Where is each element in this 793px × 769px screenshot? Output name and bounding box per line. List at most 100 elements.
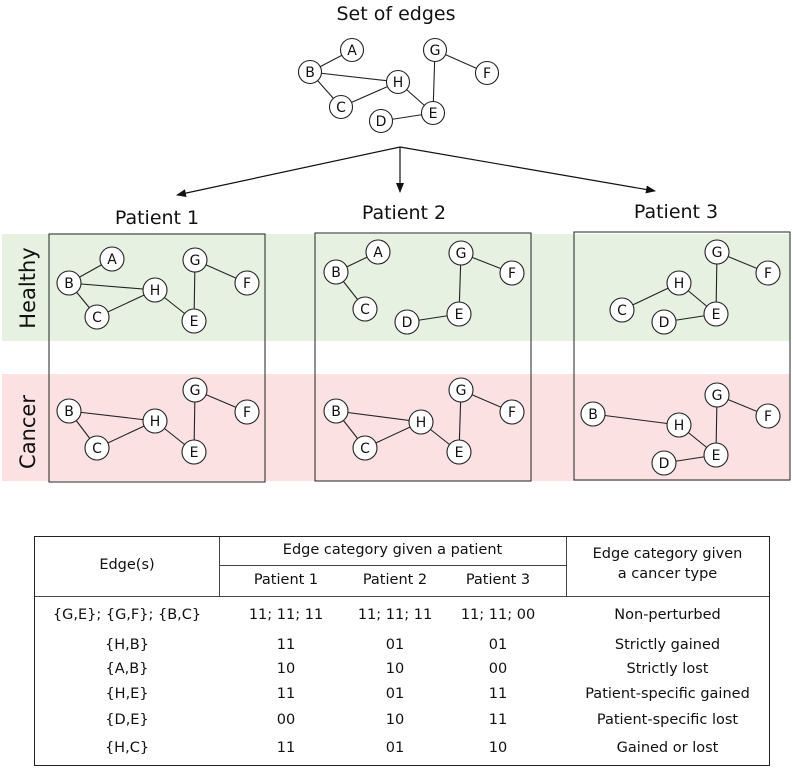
node-label: F [243, 276, 251, 292]
node-label: E [190, 445, 199, 461]
node-F: F [234, 399, 260, 425]
table-cell-p1: 10 [276, 661, 296, 677]
patient-2-label: Patient 2 [362, 202, 446, 224]
node-circle [394, 309, 420, 335]
table-col-divider-2 [566, 537, 567, 596]
node-D: D [651, 450, 677, 476]
table-cell-p3: 11 [488, 712, 508, 728]
node-label: C [92, 310, 102, 326]
node-circle [385, 69, 411, 95]
node-label: E [712, 448, 721, 464]
node-circle [99, 246, 125, 272]
node-F: F [499, 399, 525, 425]
node-E: E [420, 100, 446, 126]
table-cell-edges: {A,B} [105, 661, 149, 677]
node-C: C [84, 435, 110, 461]
node-G: G [448, 240, 474, 266]
table-cell-p1: 11; 11; 11 [248, 607, 324, 623]
node-label: G [456, 246, 467, 262]
node-D: D [394, 309, 420, 335]
node-label: C [360, 441, 370, 457]
node-G: G [182, 247, 208, 273]
node-circle [755, 260, 781, 286]
table-cell-edges: {H,E} [105, 686, 149, 702]
node-G: G [182, 377, 208, 403]
node-label: H [416, 415, 427, 431]
edge-B-H [68, 282, 156, 291]
table-cell-category: Patient-specific gained [585, 686, 750, 702]
node-circle [56, 398, 82, 424]
node-label: G [712, 245, 723, 261]
node-H: H [385, 69, 411, 95]
node-label: H [674, 276, 685, 292]
node-A: A [365, 239, 391, 265]
node-label: E [190, 314, 199, 330]
edge-B-H [68, 410, 156, 422]
node-circle [368, 108, 394, 134]
node-label: B [331, 404, 341, 420]
node-label: B [64, 276, 74, 292]
node-circle [339, 37, 365, 63]
node-D: D [368, 108, 394, 134]
table-cell-category: Strictly lost [626, 661, 709, 677]
node-label: F [764, 266, 772, 282]
table-body-divider [35, 596, 769, 597]
set-of-edges-title: Set of edges [337, 3, 456, 25]
node-E: E [181, 308, 207, 334]
edge-B-H [335, 410, 422, 423]
table-cell-p3: 00 [488, 661, 508, 677]
node-label: A [107, 252, 117, 268]
node-circle [755, 403, 781, 429]
table-cell-edges: {D,E} [105, 712, 149, 728]
patient-3-panel [573, 231, 791, 481]
table-cell-category: Non-perturbed [614, 607, 721, 623]
table-cell-edges: {H,C} [104, 740, 150, 756]
node-E: E [703, 442, 729, 468]
node-circle [352, 435, 378, 461]
table-cell-p1: 11 [276, 740, 296, 756]
node-F: F [755, 260, 781, 286]
node-B: B [297, 59, 323, 85]
node-label: F [764, 409, 772, 425]
table-cell-p1: 11 [276, 637, 296, 653]
node-circle [323, 398, 349, 424]
node-label: B [331, 265, 341, 281]
node-label: H [150, 283, 161, 299]
node-label: C [360, 302, 370, 318]
node-G: G [704, 382, 730, 408]
node-label: E [712, 307, 721, 323]
node-circle [142, 277, 168, 303]
node-circle [704, 382, 730, 408]
node-H: H [666, 270, 692, 296]
node-label: B [64, 404, 74, 420]
node-label: C [92, 441, 102, 457]
node-circle [499, 399, 525, 425]
node-circle [365, 239, 391, 265]
node-F: F [499, 260, 525, 286]
patient-3-label: Patient 3 [634, 201, 718, 223]
node-G: G [448, 377, 474, 403]
cancer-type-header-line-2: a cancer type [617, 566, 718, 582]
node-circle [182, 377, 208, 403]
node-label: A [347, 43, 357, 59]
node-circle [609, 297, 635, 323]
node-circle [420, 100, 446, 126]
node-A: A [339, 37, 365, 63]
node-C: C [352, 435, 378, 461]
node-label: H [674, 418, 685, 434]
node-circle [234, 270, 260, 296]
node-label: A [373, 245, 383, 261]
node-circle [323, 259, 349, 285]
node-B: B [323, 259, 349, 285]
table-cell-p2: 01 [385, 740, 405, 756]
table-cell-edges: {G,E}; {G,F}; {B,C} [52, 607, 202, 623]
node-circle [297, 59, 323, 85]
node-circle [84, 435, 110, 461]
node-circle [704, 239, 730, 265]
table-cell-p2: 01 [385, 686, 405, 702]
patient-1-label: Patient 1 [115, 207, 199, 229]
node-label: D [402, 315, 413, 331]
